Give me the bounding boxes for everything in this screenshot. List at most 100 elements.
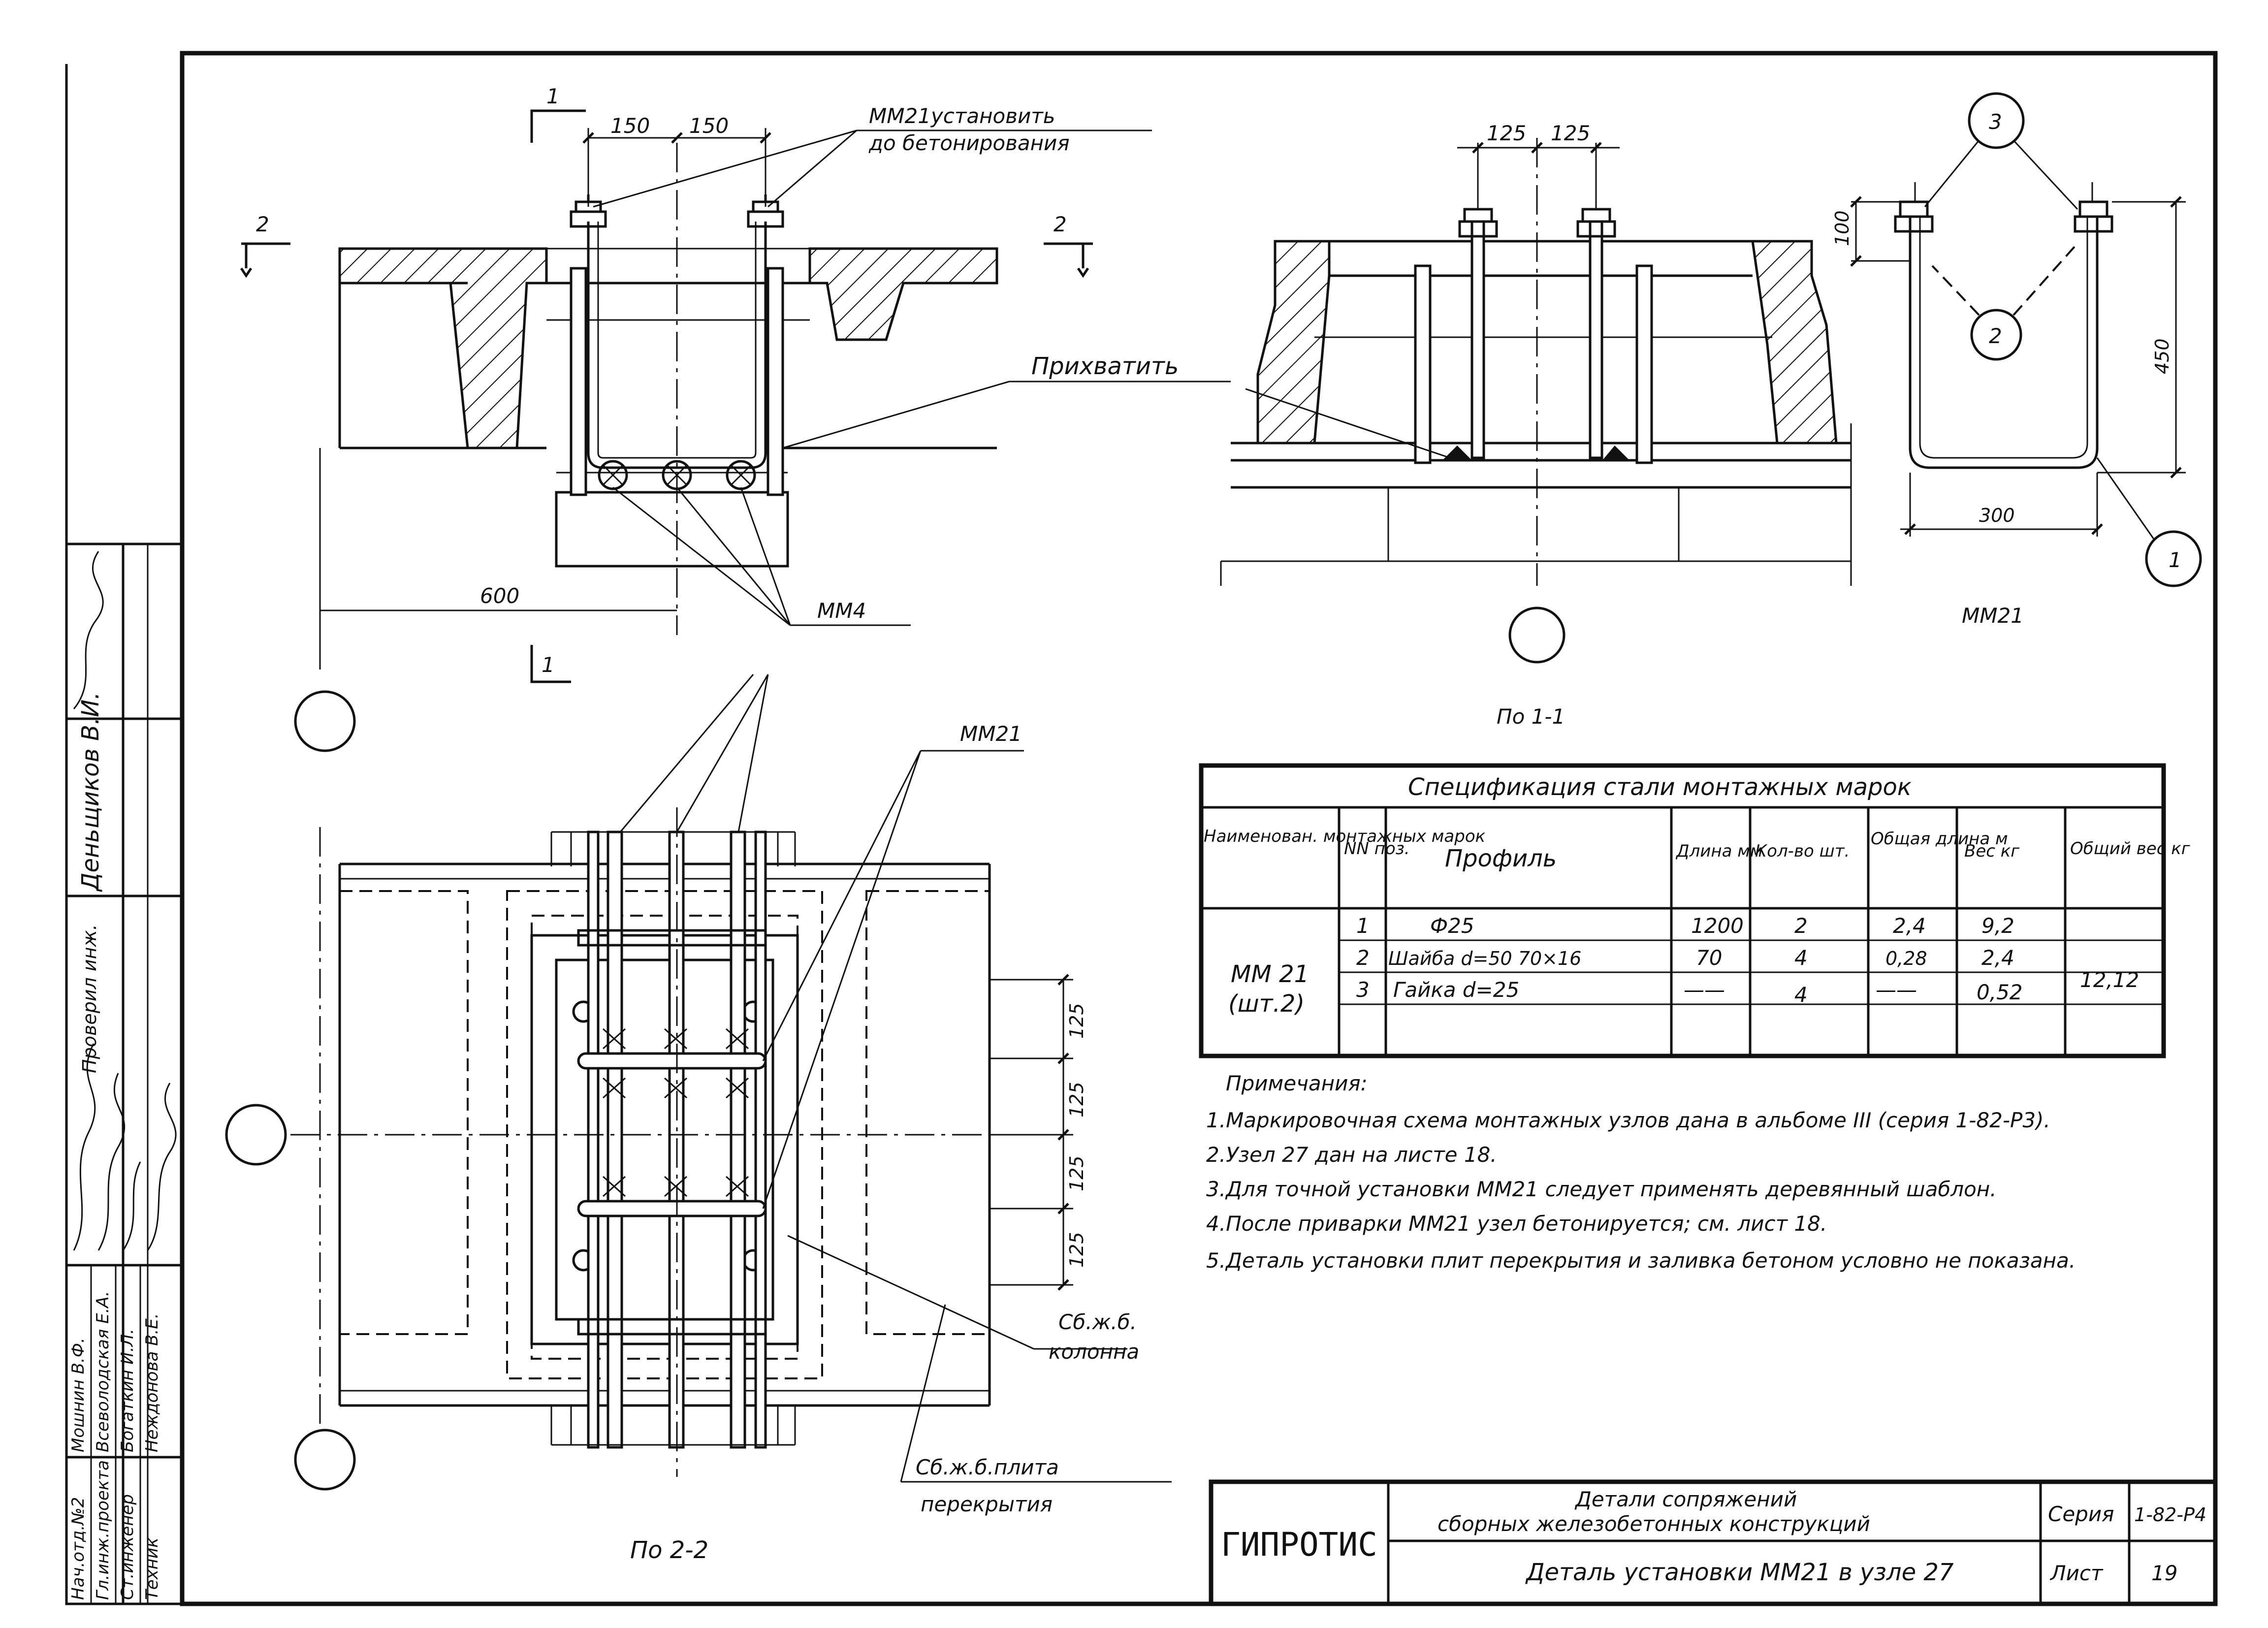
spec-r2-weight: 2,4 <box>1981 946 2014 970</box>
label-mm21-plan: ММ21 <box>960 722 1022 746</box>
caption-section-1-1: По 1-1 <box>1497 704 1565 729</box>
section-mark-2-left: 2 <box>256 212 269 236</box>
name-4: Неждонова В.Е. <box>142 1313 162 1452</box>
name-1: Мошнин В.Ф. <box>68 1338 88 1452</box>
u-bolt-mm21 <box>1909 217 2099 469</box>
axis-bubble-left <box>225 1104 287 1166</box>
title-line-2: сборных железобетонных конструкций <box>1437 1512 1870 1536</box>
label-slab: Сб.ж.б.плита <box>916 1455 1059 1479</box>
dim-125-side-left: 125 <box>1487 121 1526 145</box>
section-mark-2-right: 2 <box>1054 212 1067 236</box>
spec-r3-length: —— <box>1684 978 1725 1002</box>
spec-title: Спецификация стали монтажных марок <box>1408 773 1912 801</box>
label-column: Сб.ж.б. <box>1058 1310 1137 1334</box>
title-block: ГИПРОТИС Детали сопряжений сборных желез… <box>1209 1479 2218 1606</box>
section-2-2-view: 125 125 125 125 ММ21 Сб.ж.б. колонна Сб.… <box>225 674 1172 1564</box>
column-plan <box>530 934 799 1345</box>
u-bolt-mm21-1-1 <box>587 222 767 469</box>
spec-header-pos: NN поз. <box>1344 839 1410 859</box>
spec-header-qty: Кол-во шт. <box>1755 841 1850 861</box>
axis-bubble-bottom-left <box>294 1429 356 1491</box>
cut-1-top: 1 <box>546 84 560 108</box>
section-1-1-view: 150 150 600 1 1 2 2 ММ21установить до бе… <box>240 84 1231 752</box>
dim-125-side-right: 125 <box>1551 121 1590 145</box>
slab-left <box>338 247 548 449</box>
mm21-detail: 100 450 300 3 2 1 ММ21 <box>1831 92 2202 628</box>
dim-125-a: 125 <box>1066 1003 1087 1039</box>
dim-300: 300 <box>1979 505 2015 526</box>
name-2: Всеволодская Е.А. <box>93 1291 113 1453</box>
pos-1: 1 <box>2169 548 2182 572</box>
role-4: Техник <box>142 1537 162 1600</box>
note-mm21-install-2: до бетонирования <box>868 131 1070 155</box>
spec-r3-qty: 4 <box>1794 983 1808 1007</box>
spec-r2-length: 70 <box>1696 946 1722 970</box>
name-3: Богаткин И.Л. <box>118 1329 137 1452</box>
spec-header-totallen: Общая длина м <box>1871 829 2008 849</box>
axis-bubble-top-left <box>294 690 356 752</box>
spec-r3-weight: 0,52 <box>1977 980 2023 1004</box>
column-head <box>555 491 789 568</box>
pos-bubble-3 <box>1968 92 2025 149</box>
signature-scribble-5 <box>73 551 104 709</box>
signature-scribble-3 <box>122 1161 141 1251</box>
spec-header-profile: Профиль <box>1445 845 1557 872</box>
sheet-value: 19 <box>2151 1561 2177 1585</box>
dim-600: 600 <box>480 584 519 608</box>
spec-total-weight: 12,12 <box>2080 968 2139 992</box>
role-3: Ст.инженер <box>118 1494 137 1600</box>
sheet-label: Лист <box>2049 1561 2104 1585</box>
notes-title: Примечания: <box>1226 1071 1368 1095</box>
dim-100: 100 <box>1831 210 1853 246</box>
spec-header-mark: Наименован. монтажных марок <box>1204 827 1486 846</box>
spec-header-weight: Вес кг <box>1964 841 2020 861</box>
pos-2: 2 <box>1989 324 2002 348</box>
role-2: Гл.инж.проекта <box>93 1460 113 1600</box>
pos-bubble-2 <box>1970 309 2022 361</box>
slab-right <box>808 247 998 341</box>
title-line-1: Детали сопряжений <box>1574 1487 1797 1511</box>
cut-1-bottom: 1 <box>542 653 555 677</box>
dim-450: 450 <box>2151 338 2173 374</box>
spec-r3-pos: 3 <box>1356 978 1370 1002</box>
spec-r3-profile: Гайка d=25 <box>1393 978 1519 1002</box>
org-logo: ГИПРОТИС <box>1221 1526 1377 1564</box>
label-weld: Прихватить <box>1031 352 1179 380</box>
note-3: 3.Для точной установки ММ21 следует прим… <box>1206 1177 1997 1201</box>
signature-scribble-1 <box>73 1043 96 1251</box>
notes-block: Примечания: 1.Маркировочная схема монтаж… <box>1206 1071 2076 1273</box>
spec-mark-qty: (шт.2) <box>1228 990 1305 1018</box>
dim-125-d: 125 <box>1066 1232 1087 1268</box>
note-2: 2.Узел 27 дан на листе 18. <box>1206 1143 1497 1167</box>
spec-r1-weight: 9,2 <box>1981 914 2014 938</box>
role-1: Нач.отд.№2 <box>68 1497 88 1600</box>
signature-strip: Нач.отд.№2 Гл.инж.проекта Ст.инженер Тех… <box>65 64 184 1605</box>
section-side-view: 125 125 По 1-1 <box>1220 121 1852 729</box>
label-column-2: колонна <box>1049 1340 1139 1364</box>
checked-name: Деньщиков В.И. <box>77 692 104 892</box>
spec-header-totalweight: Общий вес кг <box>2070 839 2191 859</box>
spec-r1-qty: 2 <box>1794 914 1808 938</box>
spec-r1-pos: 1 <box>1356 914 1370 938</box>
spec-header-length: Длина мм <box>1675 841 1763 861</box>
series-value: 1-82-Р4 <box>2134 1504 2206 1526</box>
note-4: 4.После приварки ММ21 узел бетонируется;… <box>1206 1212 1827 1236</box>
spec-r1-totallen: 2,4 <box>1893 914 1926 938</box>
label-mm4: ММ4 <box>817 599 866 623</box>
series-label: Серия <box>2048 1502 2114 1526</box>
spec-table: Спецификация стали монтажных марок Наиме… <box>1199 763 2191 1058</box>
caption-mm21: ММ21 <box>1962 604 2024 628</box>
note-5: 5.Деталь установки плит перекрытия и зал… <box>1206 1248 2076 1273</box>
axis-bubble-side <box>1508 607 1565 664</box>
dim-125-c: 125 <box>1066 1155 1087 1191</box>
title-subtitle: Деталь установки ММ21 в узле 27 <box>1525 1559 1954 1586</box>
signature-scribble-4 <box>147 1083 177 1251</box>
dim-125-b: 125 <box>1066 1082 1087 1117</box>
spec-r2-totallen: 0,28 <box>1885 948 1927 969</box>
spec-r2-pos: 2 <box>1356 946 1370 970</box>
spec-r1-profile: Ф25 <box>1430 914 1474 938</box>
spec-r2-profile: Шайба d=50 70×16 <box>1388 948 1581 969</box>
note-1: 1.Маркировочная схема монтажных узлов да… <box>1206 1108 2050 1132</box>
label-slab-2: перекрытия <box>921 1492 1053 1516</box>
caption-section-2-2: По 2-2 <box>630 1536 708 1564</box>
